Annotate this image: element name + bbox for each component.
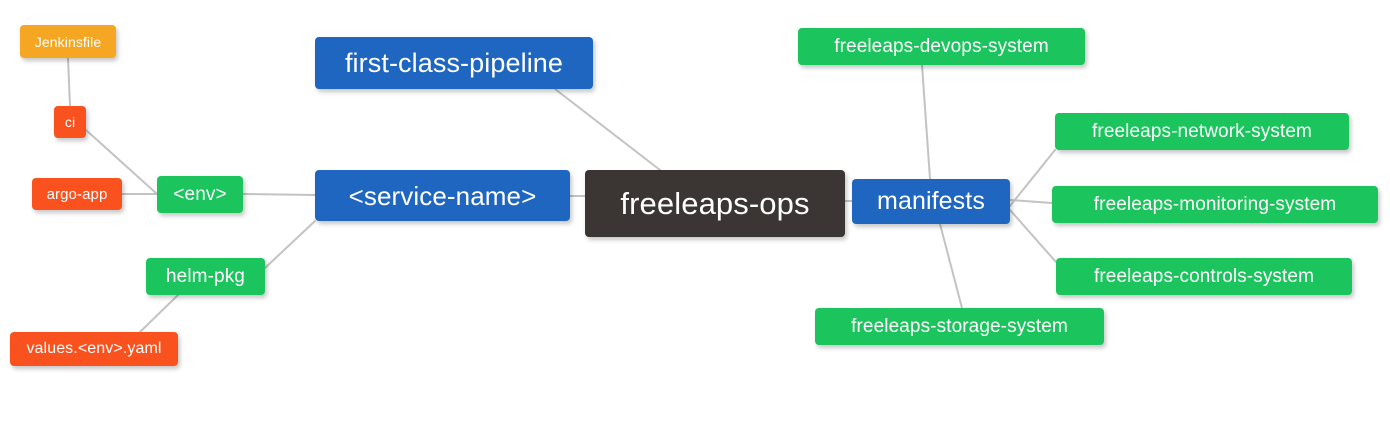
node-ci[interactable]: ci [54, 106, 86, 138]
node-label-freeleaps-monitoring-system: freeleaps-monitoring-system [1093, 194, 1337, 215]
edge-manifests-to-freeleaps-devops-system [921, 64, 931, 180]
node-label-jenkinsfile: Jenkinsfile [34, 33, 102, 50]
edge-manifests-to-freeleaps-storage-system [939, 223, 963, 309]
node-manifests[interactable]: manifests [852, 179, 1010, 224]
node-label-values-yaml: values.<env>.yaml [26, 340, 162, 357]
node-label-freeleaps-ops: freeleaps-ops [620, 186, 810, 221]
node-env[interactable]: <env> [157, 176, 243, 213]
edge-env-to-service-name [242, 193, 316, 196]
edge-helm-pkg-to-values-yaml [139, 294, 179, 333]
edge-service-name-to-helm-pkg [264, 220, 316, 269]
node-label-service-name: <service-name> [348, 180, 537, 211]
edge-manifests-to-freeleaps-monitoring-system [1009, 199, 1053, 204]
node-label-freeleaps-network-system: freeleaps-network-system [1092, 121, 1312, 142]
node-jenkinsfile[interactable]: Jenkinsfile [20, 25, 116, 58]
node-first-class-pipeline[interactable]: first-class-pipeline [315, 37, 593, 89]
node-label-freeleaps-controls-system: freeleaps-controls-system [1093, 266, 1315, 287]
node-label-first-class-pipeline: first-class-pipeline [344, 47, 564, 78]
edge-manifests-to-freeleaps-network-system [1009, 149, 1056, 207]
node-freeleaps-network-system[interactable]: freeleaps-network-system [1055, 113, 1349, 150]
edge-jenkinsfile-to-ci [67, 57, 71, 107]
node-freeleaps-devops-system[interactable]: freeleaps-devops-system [798, 28, 1085, 65]
node-freeleaps-monitoring-system[interactable]: freeleaps-monitoring-system [1052, 186, 1378, 223]
node-service-name[interactable]: <service-name> [315, 170, 570, 221]
node-values-yaml[interactable]: values.<env>.yaml [10, 332, 178, 366]
node-label-manifests: manifests [877, 187, 985, 215]
edge-first-class-pipeline-to-freeleaps-ops [554, 88, 661, 171]
node-freeleaps-storage-system[interactable]: freeleaps-storage-system [815, 308, 1104, 345]
node-label-freeleaps-storage-system: freeleaps-storage-system [851, 316, 1068, 337]
node-helm-pkg[interactable]: helm-pkg [146, 258, 265, 295]
node-freeleaps-ops[interactable]: freeleaps-ops [585, 170, 845, 237]
node-argo-app[interactable]: argo-app [32, 178, 122, 210]
node-label-argo-app: argo-app [46, 185, 108, 203]
node-freeleaps-controls-system[interactable]: freeleaps-controls-system [1056, 258, 1352, 295]
node-label-helm-pkg: helm-pkg [166, 266, 245, 287]
edge-manifests-to-freeleaps-controls-system [1009, 209, 1057, 263]
node-label-ci: ci [64, 114, 76, 130]
node-label-env: <env> [173, 184, 227, 205]
node-label-freeleaps-devops-system: freeleaps-devops-system [834, 36, 1049, 57]
